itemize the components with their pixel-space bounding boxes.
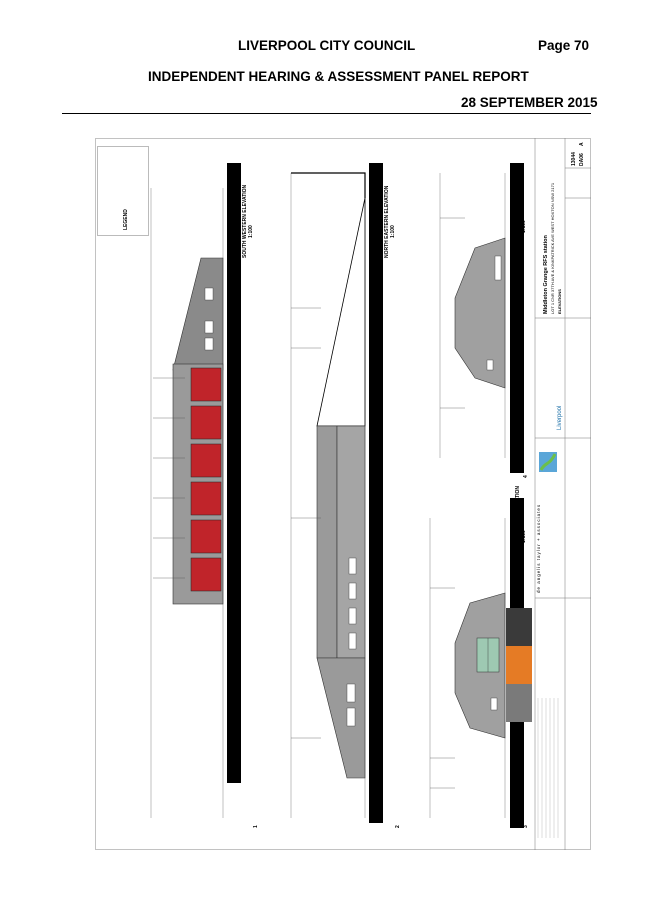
drawing-title: ELEVATIONS xyxy=(557,289,562,314)
firm-strip-grey xyxy=(506,684,532,722)
firm-strip-orange xyxy=(506,646,532,684)
job-number: 13044 xyxy=(571,152,577,166)
drawing-artwork xyxy=(95,138,591,850)
client-logo-text: Liverpool xyxy=(557,405,563,430)
firm-color-strips xyxy=(506,608,532,840)
elevation-title-3: SOUTH EASTERN ELEVATION xyxy=(515,485,521,558)
elevation-scale-4: 1:100 xyxy=(521,220,527,233)
report-title: INDEPENDENT HEARING & ASSESSMENT PANEL R… xyxy=(148,69,529,84)
elevation-title-2: NORTH EASTERN ELEVATION xyxy=(384,185,390,258)
council-name: LIVERPOOL CITY COUNCIL xyxy=(238,38,416,53)
project-name: Middleton Grange RFS station xyxy=(543,235,549,314)
legend-label: LEGEND xyxy=(123,209,129,230)
report-date: 28 SEPTEMBER 2015 xyxy=(461,95,598,110)
elevation-scale-1: 1:100 xyxy=(248,225,254,238)
elevation-drawing-sheet: LEGEND SOUTH WESTERN ELEVATION 1:100 NOR… xyxy=(95,138,591,850)
firm-strip-dark xyxy=(506,608,532,646)
drawing-legend xyxy=(97,146,149,236)
project-address: LOT 1 CNR 37TH AVE & KINKPATRICK AVE WES… xyxy=(550,182,555,314)
liverpool-logo xyxy=(535,448,575,508)
revision: A xyxy=(579,142,585,146)
elevation-number-4: 4 xyxy=(523,475,529,478)
elevation-title-1: SOUTH WESTERN ELEVATION xyxy=(242,184,248,258)
elevation-number-2: 2 xyxy=(395,825,401,828)
elevation-title-4: NORTH WESTERN ELEVATION xyxy=(515,174,521,248)
firm-name: de angelis taylor + associates xyxy=(536,503,541,593)
header-rule xyxy=(62,113,591,114)
drawing-number: DA06 xyxy=(579,153,585,166)
elevation-scale-3: 1:100 xyxy=(521,530,527,543)
page-number: Page 70 xyxy=(538,38,590,53)
elevation-scale-2: 1:100 xyxy=(390,225,396,238)
elevation-number-1: 1 xyxy=(253,825,259,828)
